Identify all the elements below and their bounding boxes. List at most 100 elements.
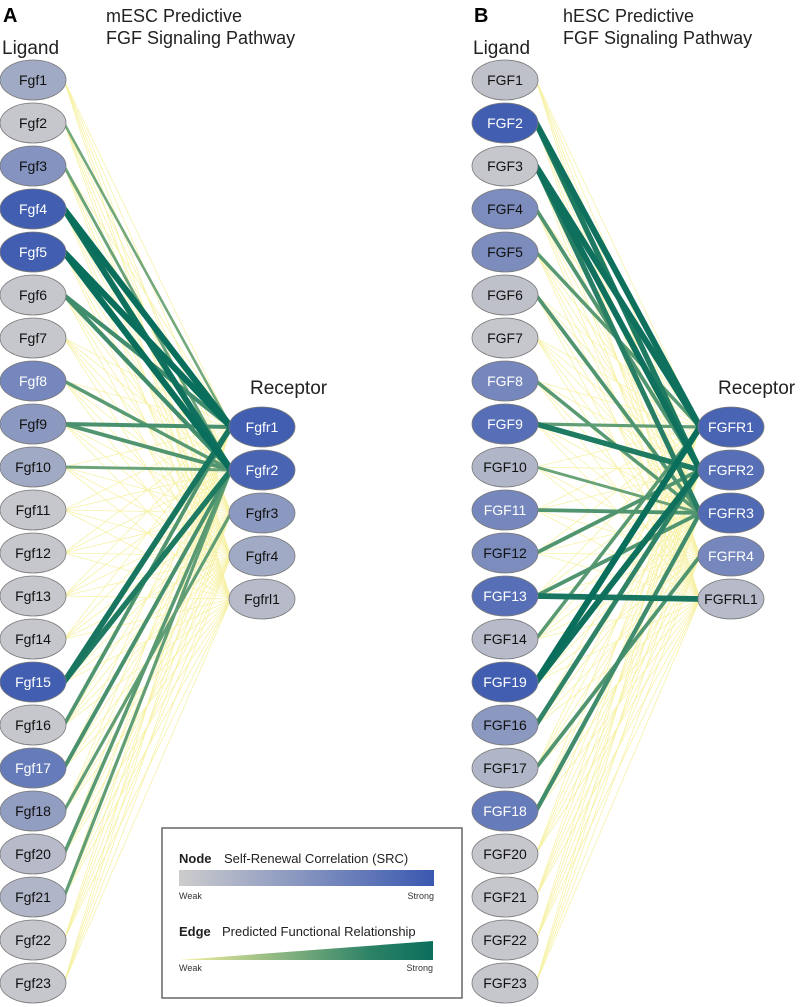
ligand-node-label: FGF14 [483,631,527,647]
edge-fgf13-fgfrl1 [533,593,703,602]
ligand-node-label: FGF7 [487,330,523,346]
panel-b-ligand-label: Ligand [473,38,530,59]
ligand-node-shape [0,188,67,230]
ligand-node-shape [471,274,539,316]
ligand-node-shape [0,532,67,574]
ligand-node-label: FGF16 [483,717,527,733]
ligand-node-fgf7: FGF7 [471,317,539,359]
panel-b-receptor-label: Receptor [718,378,796,399]
receptor-node-shape [228,578,296,620]
edge-fgf21-fgfr2 [62,468,233,899]
panel-a-edges [60,79,235,984]
receptor-node-shape [228,406,296,448]
ligand-node-shape [0,876,67,918]
ligand-node-shape [471,489,539,531]
ligand-node-label: FGF6 [487,287,523,303]
ligand-node-shape [471,833,539,875]
ligand-node-fgf9: FGF9 [471,403,539,445]
ligand-node-label: Fgf1 [19,72,47,88]
edge-fgf17-fgfr2 [62,468,233,770]
ligand-node-label: FGF4 [487,201,523,217]
ligand-node-fgf8: FGF8 [471,360,539,402]
ligand-node-fgf20: Fgf20 [0,833,67,875]
edge-fgf2-fgfr1 [62,121,233,429]
ligand-node-label: FGF21 [483,889,527,905]
ligand-node-shape [0,618,67,660]
ligand-node-fgf14: FGF14 [471,618,539,660]
ligand-node-label: Fgf14 [15,631,51,647]
ligand-node-shape [0,59,67,101]
ligand-node-label: FGF18 [483,803,527,819]
receptor-node-fgfrl1: FGFRL1 [697,578,765,620]
receptor-node-fgfr1: Fgfr1 [228,406,296,448]
ligand-node-fgf21: Fgf21 [0,876,67,918]
ligand-node-label: FGF19 [483,674,527,690]
ligand-node-shape [471,446,539,488]
edge-fgf18-fgfr3 [533,510,703,814]
ligand-node-shape [471,747,539,789]
ligand-node-shape [0,231,67,273]
receptor-node-fgfr3: FGFR3 [697,492,765,534]
ligand-node-fgf9: Fgf9 [0,403,67,445]
ligand-node-shape [471,575,539,617]
receptor-node-fgfr4: FGFR4 [697,535,765,577]
ligand-node-fgf5: Fgf5 [0,231,67,273]
ligand-node-fgf6: Fgf6 [0,274,67,316]
ligand-node-shape [0,790,67,832]
ligand-node-fgf11: FGF11 [471,489,539,531]
ligand-node-fgf3: Fgf3 [0,145,67,187]
edge-fgf12-fgfr1 [63,426,232,554]
ligand-node-shape [471,962,539,1004]
ligand-node-label: Fgf6 [19,287,47,303]
receptor-node-shape [697,406,765,448]
edge-fgf6-fgfr3 [534,293,702,515]
panel-a-title-line2: FGF Signaling Pathway [106,28,295,48]
receptor-node-shape [697,449,765,491]
ligand-node-fgf10: Fgf10 [0,446,67,488]
ligand-node-fgf22: FGF22 [471,919,539,961]
receptor-node-label: Fgfr4 [246,548,279,564]
edge-fgf15-fgfr1 [61,424,234,685]
ligand-node-shape [471,231,539,273]
ligand-node-fgf4: FGF4 [471,188,539,230]
ligand-node-fgf16: FGF16 [471,704,539,746]
ligand-node-shape [0,661,67,703]
receptor-node-label: FGFR2 [708,462,754,478]
receptor-node-shape [697,535,765,577]
ligand-node-label: FGF1 [487,72,523,88]
edge-fgf3-fgfr1 [533,163,703,430]
ligand-node-fgf6: FGF6 [471,274,539,316]
edge-fgf5-fgfr2 [60,248,235,474]
legend-node-head: Node [179,851,212,866]
panel-b-title-line2: FGF Signaling Pathway [563,28,752,48]
ligand-node-label: Fgf10 [15,459,51,475]
ligand-node-label: Fgf13 [15,588,51,604]
ligand-node-shape [471,661,539,703]
ligand-node-shape [0,274,67,316]
ligand-node-fgf20: FGF20 [471,833,539,875]
ligand-node-label: FGF3 [487,158,523,174]
edge-fgf9-fgfr2 [62,422,233,472]
edge-fgf1-fgfr1 [535,79,701,428]
ligand-node-shape [471,188,539,230]
receptor-node-label: FGFR3 [708,505,754,521]
ligand-node-shape [471,919,539,961]
receptor-node-shape [228,492,296,534]
ligand-node-fgf18: Fgf18 [0,790,67,832]
ligand-node-shape [471,876,539,918]
edge-fgf2-fgfr1 [533,120,703,430]
receptor-node-fgfr2: Fgfr2 [228,449,296,491]
ligand-node-label: FGF11 [484,502,527,518]
receptor-node-fgfrl1: Fgfrl1 [228,578,296,620]
ligand-node-fgf22: Fgf22 [0,919,67,961]
ligand-node-fgf12: Fgf12 [0,532,67,574]
ligand-node-shape [471,704,539,746]
edge-fgf23-fgfr4 [63,555,232,984]
legend-node-strong: Strong [407,891,434,901]
receptor-node-label: Fgfrl1 [244,591,280,607]
ligand-node-fgf17: Fgf17 [0,747,67,789]
receptor-node-shape [228,449,296,491]
receptor-node-label: Fgfr2 [246,462,279,478]
receptor-node-shape [697,492,765,534]
